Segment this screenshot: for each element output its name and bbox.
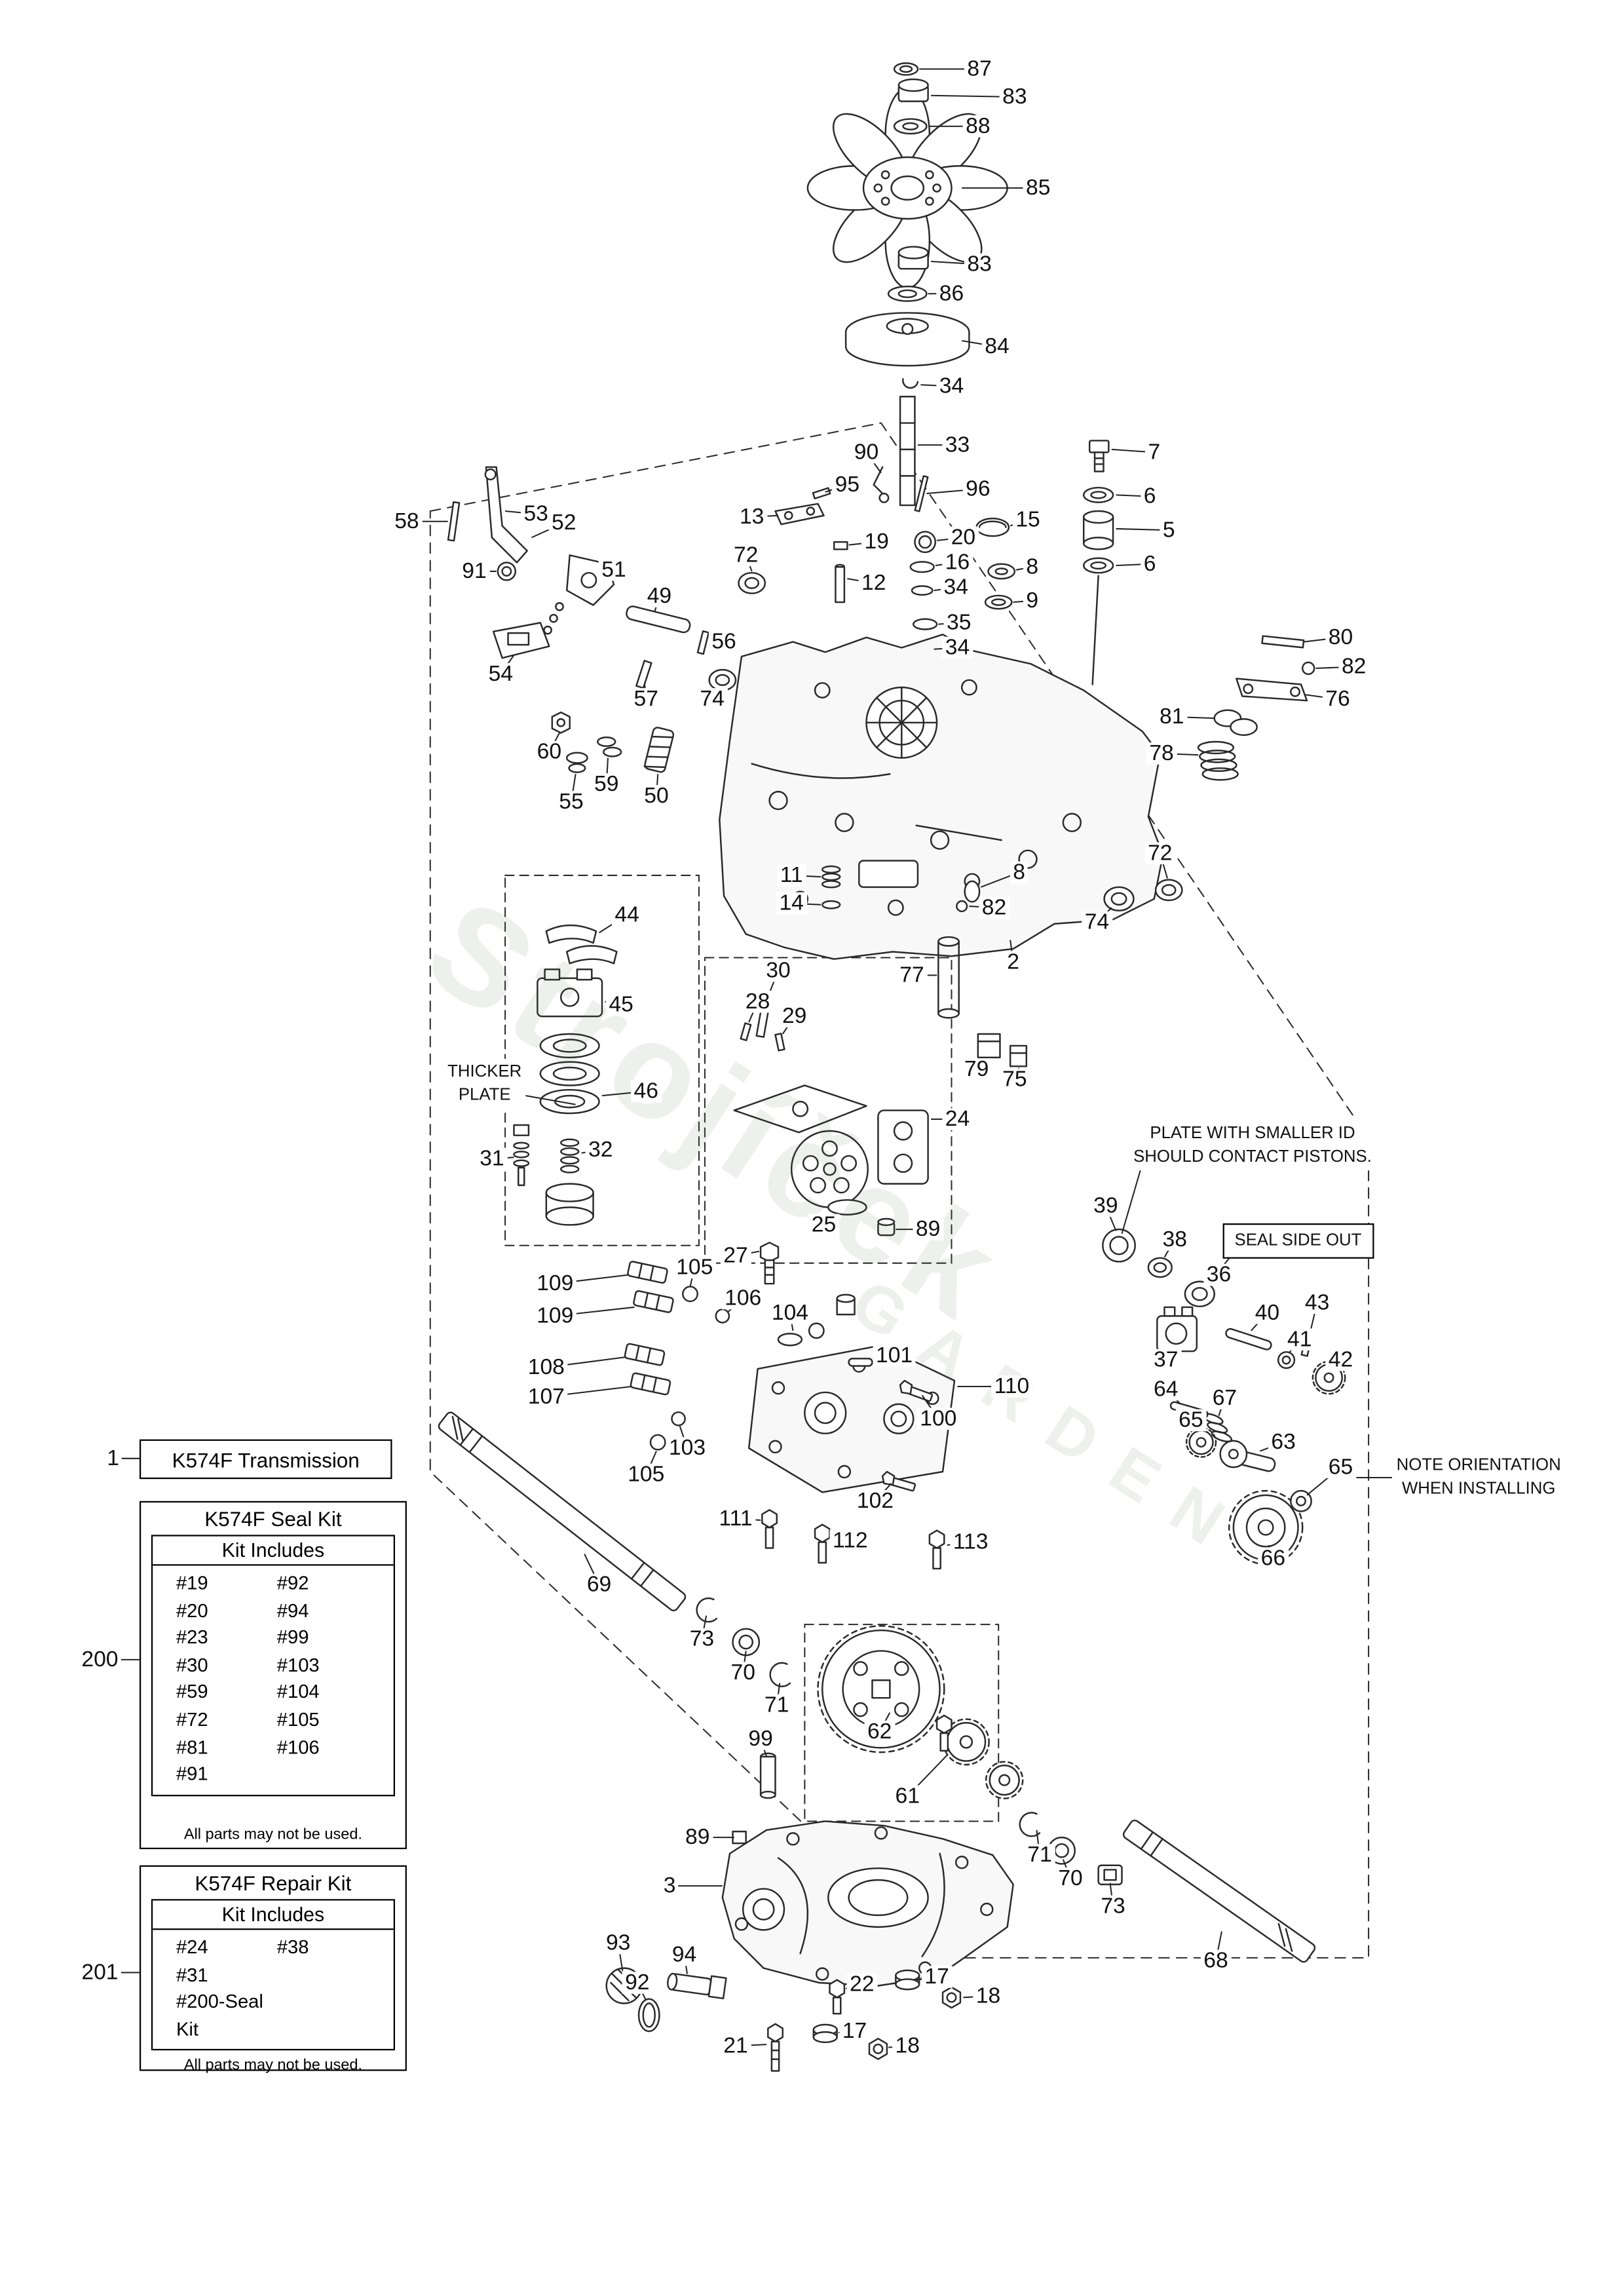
repair-kit-header: Kit Includes — [153, 1901, 394, 1930]
kit-list-row: #30#103 — [176, 1653, 320, 1676]
seal-kit-box: K574F Seal Kit Kit Includes #19#92 #20#94… — [139, 1501, 407, 1850]
seal-kit-title: K574F Seal Kit — [204, 1506, 342, 1531]
repair-kit-rows: #24#38 #31 #200-Seal Kit — [153, 1930, 394, 2049]
fan-icon — [806, 87, 1008, 289]
transmission-title-box: K574F Transmission — [139, 1439, 392, 1480]
kit-list-row: #23#99 — [176, 1626, 309, 1649]
repair-kit-table: Kit Includes #24#38 #31 #200-Seal Kit — [151, 1899, 395, 2051]
upper-housing-icon — [719, 634, 1164, 960]
kit-list-row: #91 — [176, 1763, 208, 1785]
kit-list-row: #24#38 — [176, 1936, 309, 1958]
seal-kit-table: Kit Includes #19#92 #20#94 #23#99 #30#103 #5… — [151, 1535, 395, 1796]
kit-list-row: #72#105 — [176, 1708, 320, 1731]
ring-gear-icon — [821, 1629, 941, 1749]
kit-list-row: #59#104 — [176, 1681, 320, 1703]
repair-kit-box: K574F Repair Kit Kit Includes #24#38#31#… — [139, 1865, 407, 2075]
seal-kit-rows: #19#92 #20#94 #23#99 #30#103 #59#104 #72#105 #… — [153, 1565, 394, 1794]
center-section-icon — [747, 1344, 956, 1493]
kit-list-row: #81#106 — [176, 1735, 320, 1758]
kit-list-row: #20#94 — [176, 1599, 309, 1621]
right-axle-icon — [1122, 1819, 1316, 1963]
repair-kit-title: K574F Repair Kit — [195, 1871, 352, 1895]
output-gear-icon — [1232, 1494, 1299, 1561]
seal-kit-header: Kit Includes — [153, 1537, 394, 1566]
transmission-title: K574F Transmission — [172, 1447, 360, 1471]
seal-kit-footer: All parts may not be used. — [183, 1826, 362, 1844]
kit-list-row: #200-Seal Kit — [176, 1990, 263, 2040]
repair-kit-footer: All parts may not be used. — [183, 2056, 362, 2075]
left-axle-icon — [438, 1411, 687, 1612]
kit-list-row: #19#92 — [176, 1571, 309, 1594]
cylinder-block-icon — [790, 1130, 869, 1208]
pulley-icon — [844, 312, 970, 367]
kit-list-row: #31 — [176, 1962, 208, 1985]
